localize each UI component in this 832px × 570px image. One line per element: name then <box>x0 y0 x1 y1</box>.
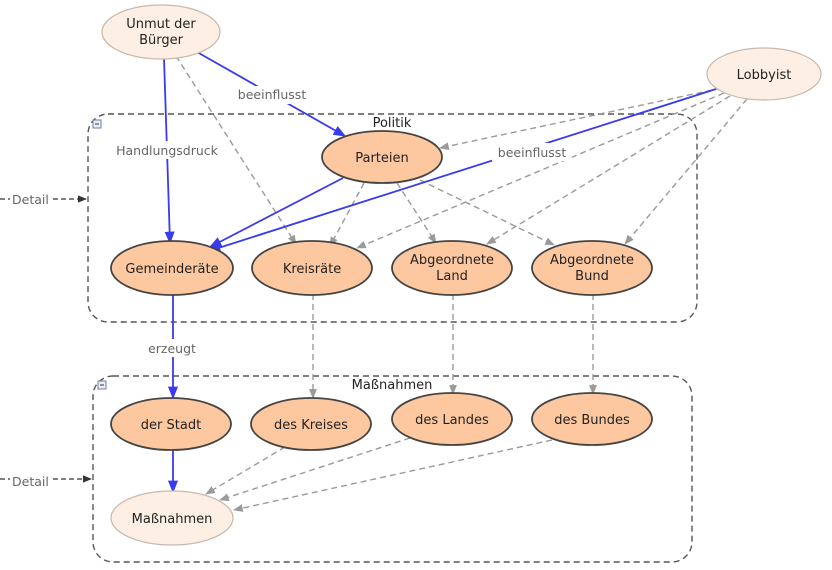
detail-arrow-top: Detail <box>0 192 87 207</box>
node-label: Kreisräte <box>283 262 341 277</box>
node-label: des Bundes <box>554 413 630 428</box>
collapse-toggle-massnahmen[interactable] <box>97 380 107 390</box>
collapse-toggle-politik[interactable] <box>92 119 102 129</box>
node-kreisraete[interactable]: Kreisräte <box>251 240 373 296</box>
node-gemeinderaete[interactable]: Gemeinderäte <box>110 240 234 296</box>
node-label: Lobbyist <box>737 68 792 83</box>
node-label: Unmut der <box>126 17 196 32</box>
node-parteien[interactable]: Parteien <box>321 130 443 184</box>
edge-parteien-kreisraete <box>329 182 365 247</box>
edge-lobbyist-abg-land <box>486 95 731 245</box>
group-massnahmen: Maßnahmen <box>92 375 693 563</box>
node-label: des Landes <box>415 413 489 428</box>
edge-parteien-abg-bund <box>419 179 555 246</box>
node-lobbyist[interactable]: Lobbyist <box>706 47 822 101</box>
node-abgeordnete-land[interactable]: Abgeordnete Land <box>391 240 513 296</box>
node-label: Parteien <box>355 151 409 166</box>
edge-lobbyist-kreisraete <box>356 92 725 249</box>
node-massnahmen[interactable]: Maßnahmen <box>110 490 234 546</box>
edge-des-bundes-massnahmen <box>233 439 553 512</box>
edge-parteien-abg-land <box>396 182 437 244</box>
edge-des-landes-massnahmen <box>219 437 411 501</box>
node-unmut-der-buerger[interactable]: Unmut der Bürger <box>101 4 221 60</box>
group-politik-title: Politik <box>373 116 412 131</box>
node-des-kreises[interactable]: des Kreises <box>250 397 372 451</box>
edge-label-erzeugt: erzeugt <box>148 341 196 356</box>
group-politik: Politik <box>87 113 698 323</box>
node-label: Bürger <box>139 33 184 48</box>
edge-lobbyist-parteien <box>439 87 723 150</box>
edge-parteien-gemeinderaete <box>208 177 344 248</box>
edge-lobbyist-abg-bund <box>624 98 748 245</box>
node-der-stadt[interactable]: der Stadt <box>110 397 232 451</box>
node-label: Land <box>436 269 468 284</box>
node-label: Abgeordnete <box>550 253 634 268</box>
group-massnahmen-title: Maßnahmen <box>352 378 433 393</box>
edge-label-handlungsdruck: Handlungsdruck <box>116 143 219 158</box>
node-label: Gemeinderäte <box>125 262 218 277</box>
detail-label-top: Detail <box>12 192 49 207</box>
edge-des-kreises-massnahmen <box>205 446 286 495</box>
edge-label-group: beeinflusst beeinflusst Handlungsdruck e… <box>113 86 572 357</box>
edge-label-beeinflusst-1: beeinflusst <box>238 87 307 102</box>
node-label: Maßnahmen <box>132 512 213 527</box>
node-label: Bund <box>575 269 609 284</box>
edge-label-beeinflusst-2: beeinflusst <box>498 145 567 160</box>
node-des-landes[interactable]: des Landes <box>391 392 513 446</box>
edge-lobbyist-gemeinderaete <box>207 88 717 253</box>
node-label: des Kreises <box>274 418 348 433</box>
node-label: der Stadt <box>141 418 201 433</box>
dashed-edges <box>175 55 748 512</box>
detail-arrow-bottom: Detail <box>0 474 92 489</box>
detail-label-bottom: Detail <box>12 474 49 489</box>
node-des-bundes[interactable]: des Bundes <box>531 392 653 446</box>
node-label: Abgeordnete <box>410 253 494 268</box>
node-abgeordnete-bund[interactable]: Abgeordnete Bund <box>531 240 653 296</box>
